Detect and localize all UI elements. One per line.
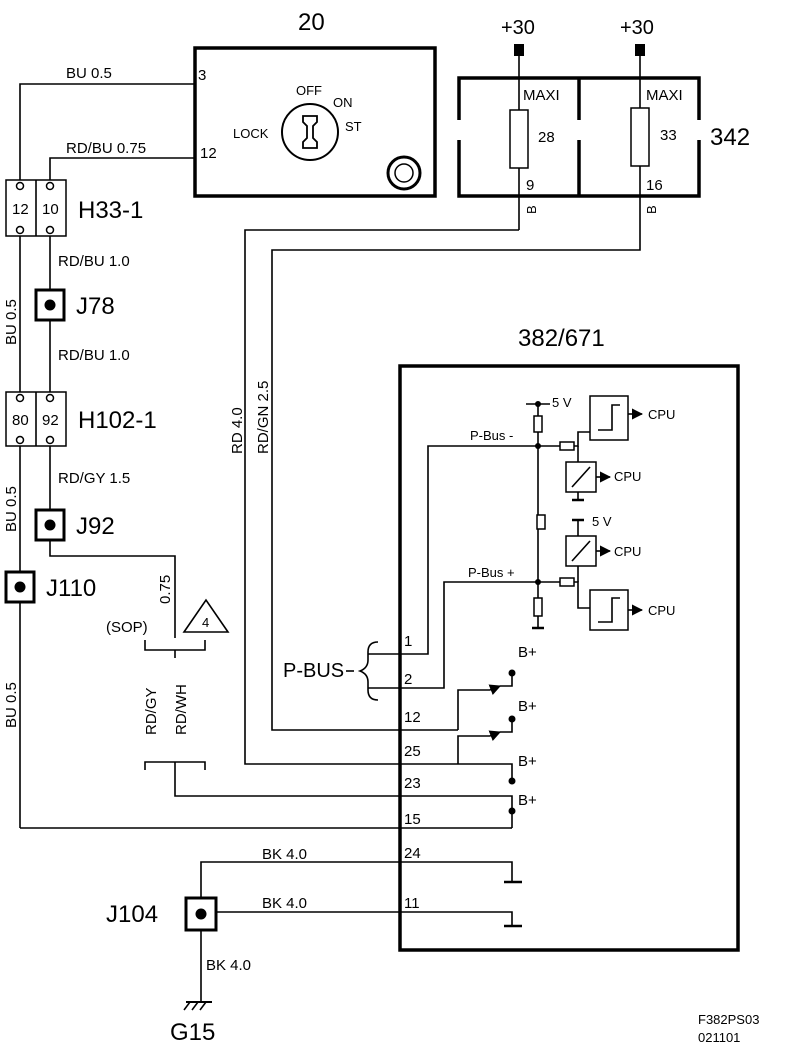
pbus-label: P-BUS (283, 660, 344, 682)
module-pin-12: 12 (404, 709, 421, 726)
module-pin-1: 1 (404, 633, 412, 650)
cpu-label-1: CPU (648, 407, 675, 422)
pbus-brace: P-BUS (283, 641, 379, 701)
switch-lock: LOCK (233, 126, 269, 141)
module-382: 382/671 B+ B+ B+ B+ 1 2 12 25 23 15 24 1… (368, 325, 740, 952)
wire-rdgy: RD/GY (143, 687, 160, 735)
wire-bu-05-v2: BU 0.5 (3, 486, 20, 532)
wire-bu-05-v3: BU 0.5 (3, 682, 20, 728)
cpu-label-3: CPU (614, 544, 641, 559)
wire-rdgn-25: RD/GN 2.5 (255, 381, 272, 454)
wire-rdgy-15: RD/GY 1.5 (58, 470, 130, 487)
wire-labels: BU 0.5 RD/BU 0.75 RD/BU 1.0 RD/BU 1.0 RD… (3, 65, 307, 974)
switch-off: OFF (296, 83, 322, 98)
ignition-switch-id: 20 (298, 9, 325, 36)
module-pin-15: 15 (404, 811, 421, 828)
supply-label-2: +30 (620, 17, 654, 39)
bplus-4: B+ (518, 792, 537, 809)
module-pin-24: 24 (404, 845, 421, 862)
h102-pin-92: 92 (42, 412, 59, 429)
cpu-label-4: CPU (648, 603, 675, 618)
fuse-box-id: 342 (710, 124, 750, 151)
wire-rdbu-10-b: RD/BU 1.0 (58, 347, 130, 364)
fuse-type-2: MAXI (646, 87, 683, 104)
fuse-pin-16: 16 (646, 177, 663, 194)
switch-on: ON (333, 95, 353, 110)
wire-bu-05: BU 0.5 (66, 65, 112, 82)
switch-st: ST (345, 119, 362, 134)
junction-j92: J92 (34, 508, 115, 542)
h33-id: H33-1 (78, 197, 143, 224)
fuse-28-icon (509, 109, 529, 169)
wire-bu-05-v1: BU 0.5 (3, 299, 20, 345)
lamp-socket-icon (386, 155, 422, 191)
key-slot-icon (302, 115, 318, 149)
harness-wires (19, 83, 641, 829)
cpu-input-lower-icon (589, 589, 629, 631)
connector-h102: 80 92 H102-1 (5, 391, 157, 447)
module-id: 382/671 (518, 325, 605, 352)
h102-id: H102-1 (78, 407, 157, 434)
bplus-1: B+ (518, 644, 537, 661)
cpu-input-upper-icon (589, 395, 629, 441)
fuse-wire-b2: B (644, 205, 659, 214)
junction-j104: J104 (106, 896, 218, 932)
fuse-pin-9: 9 (526, 177, 534, 194)
ground-g15-label: G15 (170, 1019, 215, 1046)
fuse-type-1: MAXI (523, 87, 560, 104)
key-cylinder-icon (281, 103, 339, 161)
wire-rd-40: RD 4.0 (229, 407, 246, 454)
junction-j78: J78 (34, 288, 115, 322)
sop-label: (SOP) (106, 619, 148, 636)
doc-footer: F382PS03 021101 (698, 1012, 759, 1045)
cpu-label-2: CPU (614, 469, 641, 484)
h102-pin-80: 80 (12, 412, 29, 429)
fuse-wire-b1: B (524, 205, 539, 214)
j78-label: J78 (76, 293, 115, 320)
module-pin-25: 25 (404, 743, 421, 760)
wire-rdbu-075: RD/BU 0.75 (66, 140, 146, 157)
pbus-minus-label: P-Bus - (470, 428, 513, 443)
j104-label: J104 (106, 901, 158, 928)
module-pin-2: 2 (404, 671, 412, 688)
note-number: 4 (202, 615, 209, 630)
pbus-plus-label: P-Bus + (468, 565, 515, 580)
ground-wiring: G15 (170, 861, 522, 1046)
wire-bk-40-b: BK 4.0 (262, 895, 307, 912)
fuse-33-icon (630, 107, 650, 167)
h33-pin-10: 10 (42, 201, 59, 218)
module-pin-11: 11 (404, 895, 420, 912)
h33-pin-12: 12 (12, 201, 29, 218)
supply-5v-top: 5 V (552, 395, 572, 410)
wire-bk-40-c: BK 4.0 (206, 957, 251, 974)
wire-rdwh: RD/WH (173, 684, 190, 735)
bplus-3: B+ (518, 753, 537, 770)
wire-075: 0.75 (157, 575, 174, 604)
sop-note: (SOP) 4 (106, 598, 230, 636)
j110-label: J110 (46, 575, 96, 602)
doc-code: F382PS03 (698, 1012, 759, 1027)
doc-date: 021101 (698, 1030, 740, 1045)
bplus-2: B+ (518, 698, 537, 715)
fuse-number-28: 28 (538, 129, 555, 146)
pin-label-12: 12 (200, 145, 217, 162)
note-triangle-icon (182, 598, 230, 633)
j92-label: J92 (76, 513, 115, 540)
supply-label-1: +30 (501, 17, 535, 39)
connector-h33: 12 10 H33-1 (5, 179, 143, 237)
pin-label-3: 3 (198, 67, 206, 84)
fuse-number-33: 33 (660, 127, 677, 144)
junction-j110: J110 (4, 570, 96, 604)
module-pin-23: 23 (404, 775, 421, 792)
wire-rdbu-10-a: RD/BU 1.0 (58, 253, 130, 270)
wire-bk-40-a: BK 4.0 (262, 846, 307, 863)
ignition-switch: 20 3 12 OFF ON ST LOCK (193, 9, 437, 198)
fuse-box: +30 +30 MAXI MAXI 28 33 9 16 342 B B (456, 17, 750, 230)
supply-5v-bottom: 5 V (592, 514, 612, 529)
